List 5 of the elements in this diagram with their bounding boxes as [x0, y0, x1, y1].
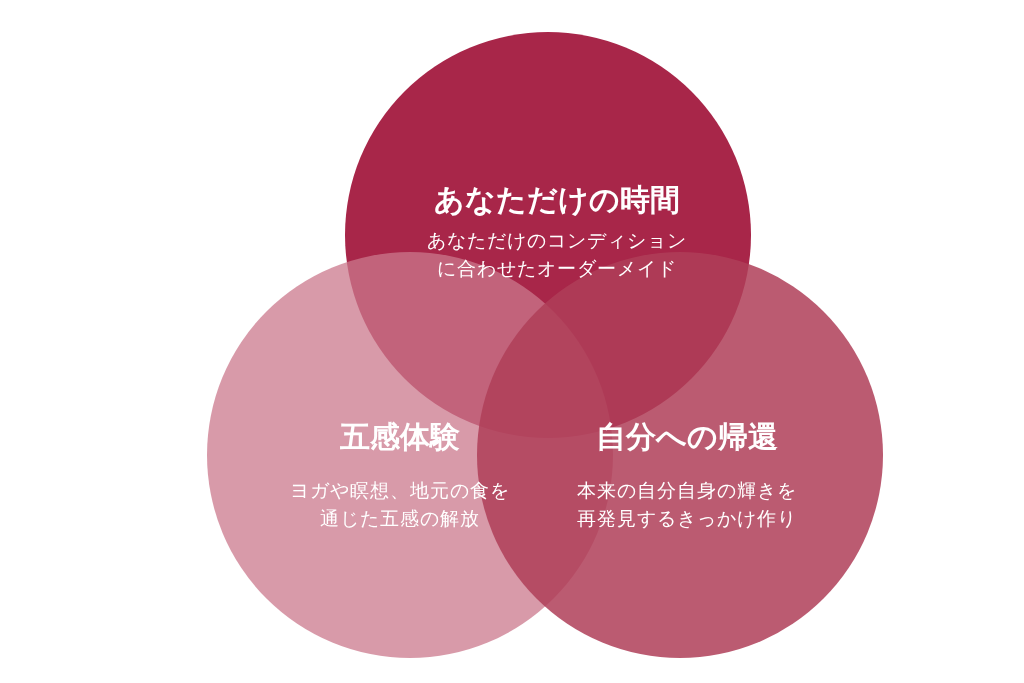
circle-title: 五感体験 — [340, 418, 460, 456]
circle-description: あなただけのコンディションに合わせたオーダーメイド — [426, 228, 688, 281]
circle-title: あなただけの時間 — [434, 181, 680, 219]
circle-title: 自分への帰還 — [596, 418, 778, 456]
circle-description: 本来の自分自身の輝きを再発見するきっかけ作り — [576, 478, 798, 531]
